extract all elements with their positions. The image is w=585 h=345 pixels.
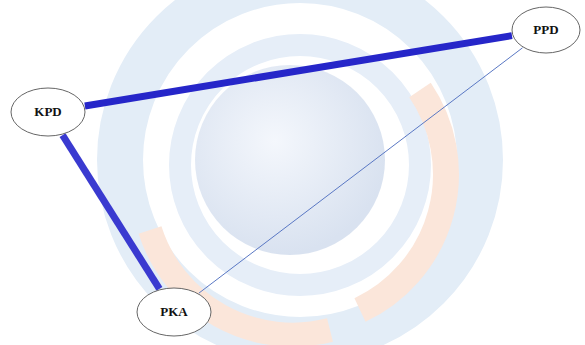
node-label: PPD bbox=[533, 22, 558, 38]
ellipse-node: KPD bbox=[10, 87, 86, 137]
node-label: PKA bbox=[160, 304, 187, 320]
edge-line bbox=[199, 48, 523, 293]
edge-line bbox=[85, 36, 512, 106]
ellipse-node: PPD bbox=[511, 6, 581, 54]
edge-line bbox=[63, 135, 160, 289]
node-label: KPD bbox=[34, 104, 61, 120]
ellipse-node: PKA bbox=[136, 287, 212, 337]
